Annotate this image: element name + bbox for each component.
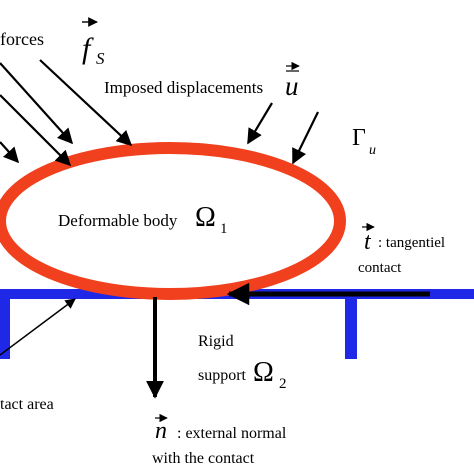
gamma-u-label: Γ u	[352, 125, 376, 158]
normal-label: : external normal	[177, 425, 287, 442]
normal-label-line2: with the contact	[152, 450, 255, 467]
force-arrow-3	[0, 94, 72, 167]
contact-area-label: tact area	[0, 396, 54, 413]
tangential-label-line2: contact	[358, 260, 402, 276]
force-arrows	[0, 59, 133, 167]
omega2-label: Ω 2	[253, 357, 287, 392]
support-leg-left	[0, 289, 10, 359]
svg-text:Ω: Ω	[253, 357, 274, 388]
normal-symbol: n	[155, 413, 168, 444]
svg-text:t: t	[364, 229, 372, 255]
svg-text:f: f	[82, 32, 94, 65]
svg-text:2: 2	[279, 376, 287, 392]
rigid-support	[0, 289, 474, 359]
displacement-arrows	[247, 102, 319, 165]
displacement-arrow-1	[247, 102, 273, 145]
forces-label: forces	[0, 29, 44, 49]
support-leg-right	[345, 289, 357, 359]
svg-text:1: 1	[220, 221, 228, 237]
support-label: support	[198, 367, 247, 384]
imposed-symbol: u	[285, 61, 300, 101]
svg-text:Γ: Γ	[352, 125, 366, 151]
imposed-displacements-label: Imposed displacements	[104, 78, 263, 97]
forces-symbol: f S	[82, 17, 105, 68]
rigid-label: Rigid	[198, 333, 234, 350]
svg-text:u: u	[285, 71, 299, 101]
omega1-label: Ω 1	[195, 202, 228, 237]
tangential-label: : tangentiel	[378, 235, 445, 251]
force-arrow-4	[0, 141, 20, 164]
svg-text:S: S	[96, 49, 105, 68]
svg-text:u: u	[369, 143, 376, 158]
svg-text:Ω: Ω	[195, 202, 216, 233]
force-arrow-2	[39, 59, 133, 147]
deformable-body-ellipse	[0, 142, 346, 300]
displacement-arrow-2	[292, 111, 319, 165]
tangential-symbol: t	[362, 222, 375, 255]
svg-text:n: n	[155, 418, 167, 444]
contact-area-pointer	[0, 298, 76, 356]
deformable-body-label: Deformable body	[58, 211, 178, 230]
force-arrow-1	[0, 62, 74, 145]
